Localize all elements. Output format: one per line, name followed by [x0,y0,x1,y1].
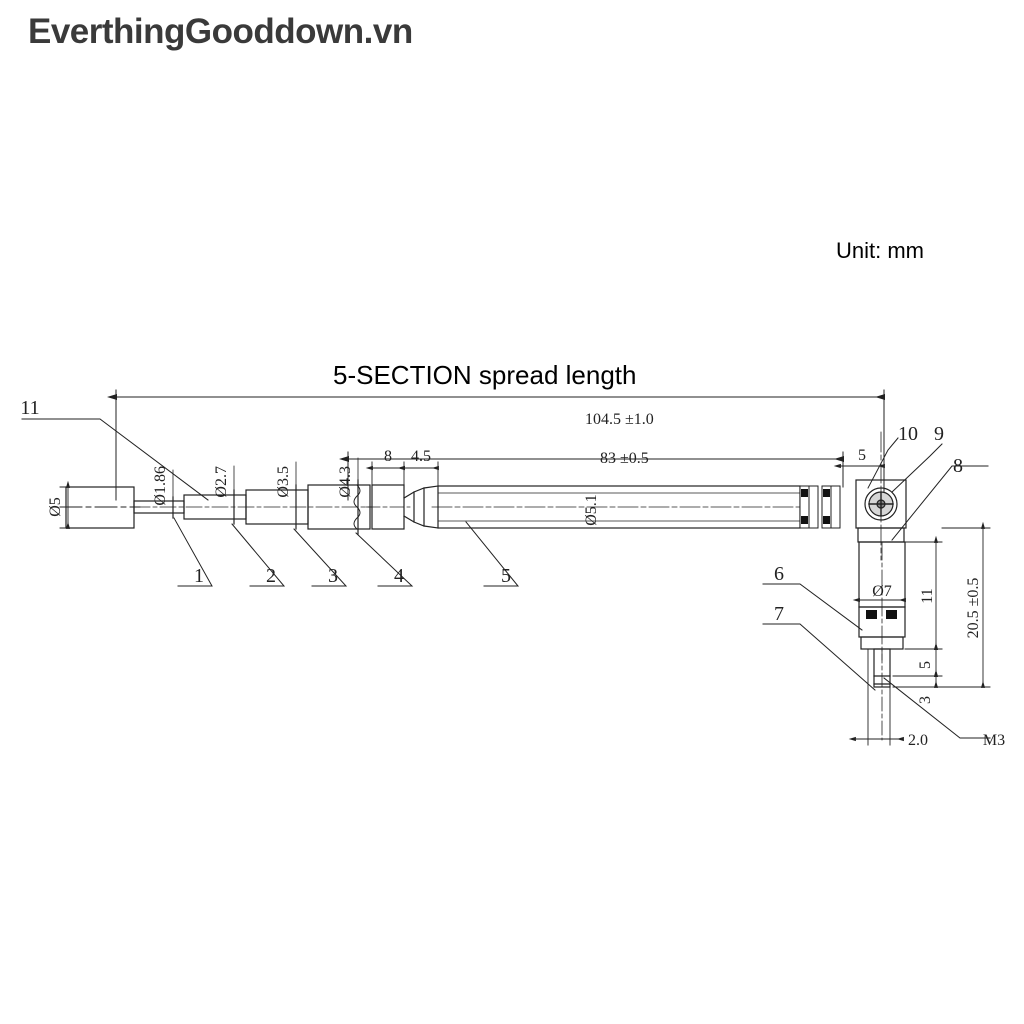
callout-6-label: 6 [774,563,784,585]
base-height-label: 20.5 ±0.5 [965,578,982,639]
taper-cone [403,485,439,529]
d-sec5-label: Ø5.1 [583,494,600,526]
dim-4-5-dimension [397,461,439,487]
d-collar-label: Ø5 [47,497,64,517]
diameter-leader-lines [172,457,359,498]
collar-block [365,484,411,530]
dim-5-right-dimension [833,458,885,488]
dim-8-label: 8 [384,448,392,465]
callout-5-label: 5 [501,565,511,587]
d-housing-label: Ø7 [872,583,892,600]
dim-5-lower-label: 5 [917,661,934,669]
rod-length-label: 83 ±0.5 [600,450,649,467]
callout-4-label: 4 [394,565,404,587]
knurl-rings [799,485,841,529]
site-watermark: EverthingGooddown.vn [28,12,413,51]
dim-4-5-label: 4.5 [411,448,431,465]
main-rod-body [431,485,807,529]
callout-9-label: 9 [934,423,944,445]
dim-2-0-label: 2.0 [908,732,928,749]
callout-8-label: 8 [953,455,963,477]
callout-10-label: 10 [898,423,918,445]
callout-3-label: 3 [328,565,338,587]
d-sec3-label: Ø3.5 [275,466,292,498]
width-2-0-dimension [848,648,904,746]
dim-11-label: 11 [919,588,936,603]
callout-leaders [21,418,991,739]
threaded-stud [873,648,891,741]
callout-7-label: 7 [774,603,784,625]
d-sec1-label: Ø1.86 [152,466,169,506]
height-3-dimension [892,669,943,688]
break-symbol [353,484,361,530]
tip-cap-body [59,486,141,529]
d-sec4-label: Ø4.3 [337,466,354,498]
callout-1-label: 1 [194,565,204,587]
d-collar-dimension [59,480,81,529]
thread-label: M3 [983,732,1005,749]
dim-3-label: 3 [917,696,934,704]
dim-5-right-label: 5 [858,447,866,464]
overall-length-label: 104.5 ±1.0 [585,411,654,428]
housing-contacts [866,610,897,619]
drawing-title: 5-SECTION spread length [333,360,637,390]
diameter-tick-marks [172,479,359,535]
base-height-dimension [941,521,991,688]
dim-8-dimension [365,461,405,493]
callout-11-label: 11 [20,397,39,419]
callout-2-label: 2 [266,565,276,587]
d-sec2-label: Ø2.7 [213,466,230,498]
overall-length-dimension [107,389,885,501]
unit-label: Unit: mm [836,238,924,263]
